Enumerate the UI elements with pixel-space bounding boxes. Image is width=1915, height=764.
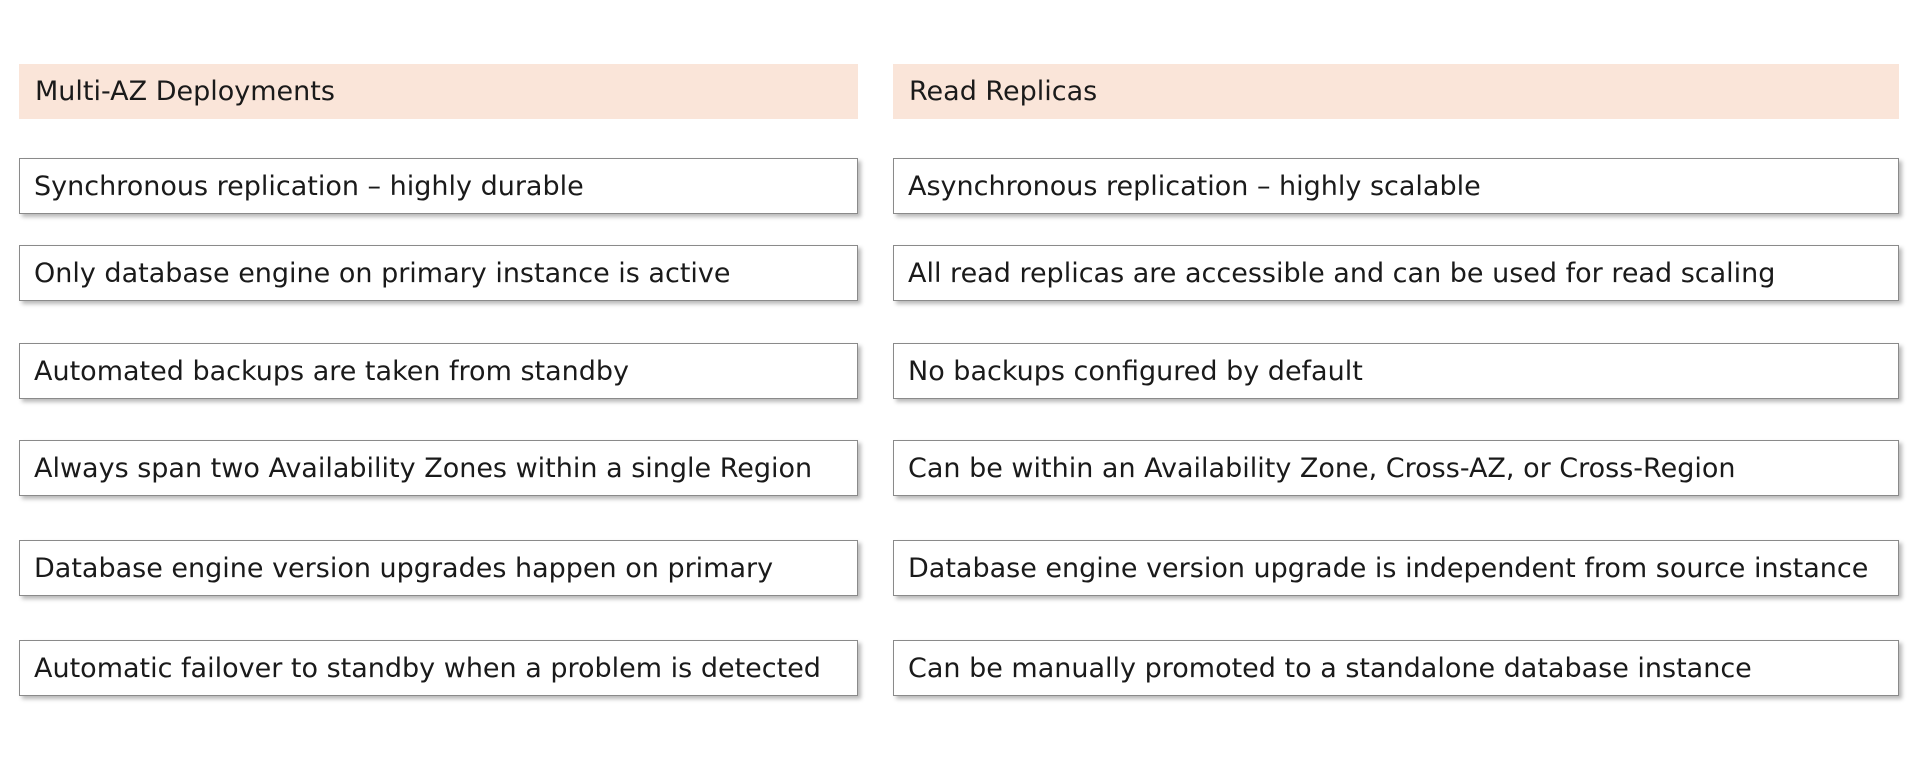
read-replicas-header: Read Replicas	[893, 64, 1899, 119]
multi-az-item: Automatic failover to standby when a pro…	[19, 640, 858, 696]
multi-az-item: Automated backups are taken from standby	[19, 343, 858, 399]
read-replicas-item: Can be within an Availability Zone, Cros…	[893, 440, 1899, 496]
read-replicas-item: No backups configured by default	[893, 343, 1899, 399]
read-replicas-item: Can be manually promoted to a standalone…	[893, 640, 1899, 696]
read-replicas-item: All read replicas are accessible and can…	[893, 245, 1899, 301]
read-replicas-item: Asynchronous replication – highly scalab…	[893, 158, 1899, 214]
read-replicas-item: Database engine version upgrade is indep…	[893, 540, 1899, 596]
multi-az-header: Multi-AZ Deployments	[19, 64, 858, 119]
multi-az-item: Database engine version upgrades happen …	[19, 540, 858, 596]
multi-az-item: Only database engine on primary instance…	[19, 245, 858, 301]
multi-az-item: Always span two Availability Zones withi…	[19, 440, 858, 496]
multi-az-item: Synchronous replication – highly durable	[19, 158, 858, 214]
